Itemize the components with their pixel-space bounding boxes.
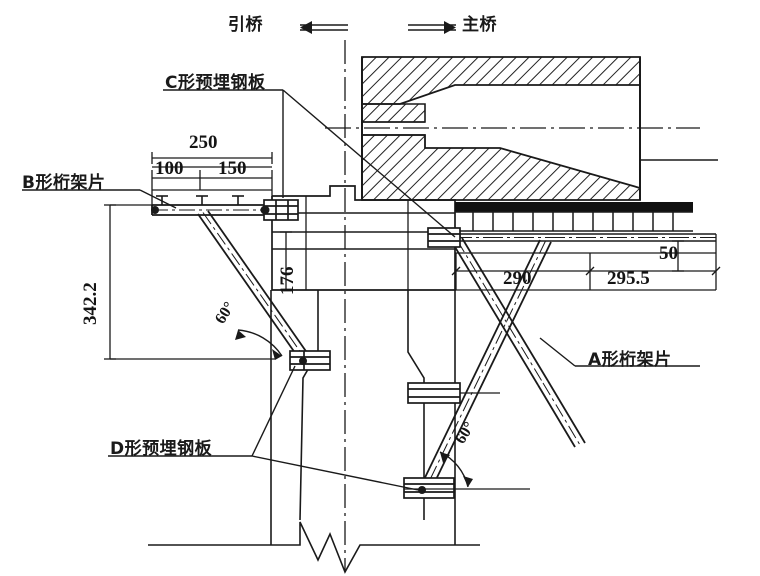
direction-label-main-bridge: 主桥 (462, 15, 497, 35)
label-a-truss-piece: A形桁架片 (588, 350, 672, 370)
b-truss (110, 195, 331, 371)
box-girder-section (325, 56, 718, 201)
dimension-50: 50 (659, 243, 678, 264)
leader-lines (22, 89, 700, 491)
dimension-100: 100 (155, 158, 184, 179)
pier-cap (271, 40, 456, 570)
dimension-lines (104, 152, 721, 360)
direction-arrows (300, 21, 456, 34)
label-b-truss-piece: B形桁架片 (22, 173, 106, 193)
label-d-embedded-steel-plate: D形预埋钢板 (110, 439, 213, 459)
bridge-deck (452, 202, 716, 242)
label-c-embedded-steel-plate: C形预埋钢板 (165, 73, 266, 93)
pier-column (148, 290, 480, 574)
dimension-295-5: 295.5 (607, 268, 650, 289)
dimension-342-2: 342.2 (80, 282, 101, 325)
dimension-250: 250 (189, 132, 218, 153)
dimension-176: 176 (277, 266, 298, 296)
dimension-290: 290 (503, 268, 532, 289)
direction-label-approach-bridge: 引桥 (228, 15, 263, 35)
a-truss (403, 227, 716, 499)
dimension-150: 150 (218, 158, 247, 179)
